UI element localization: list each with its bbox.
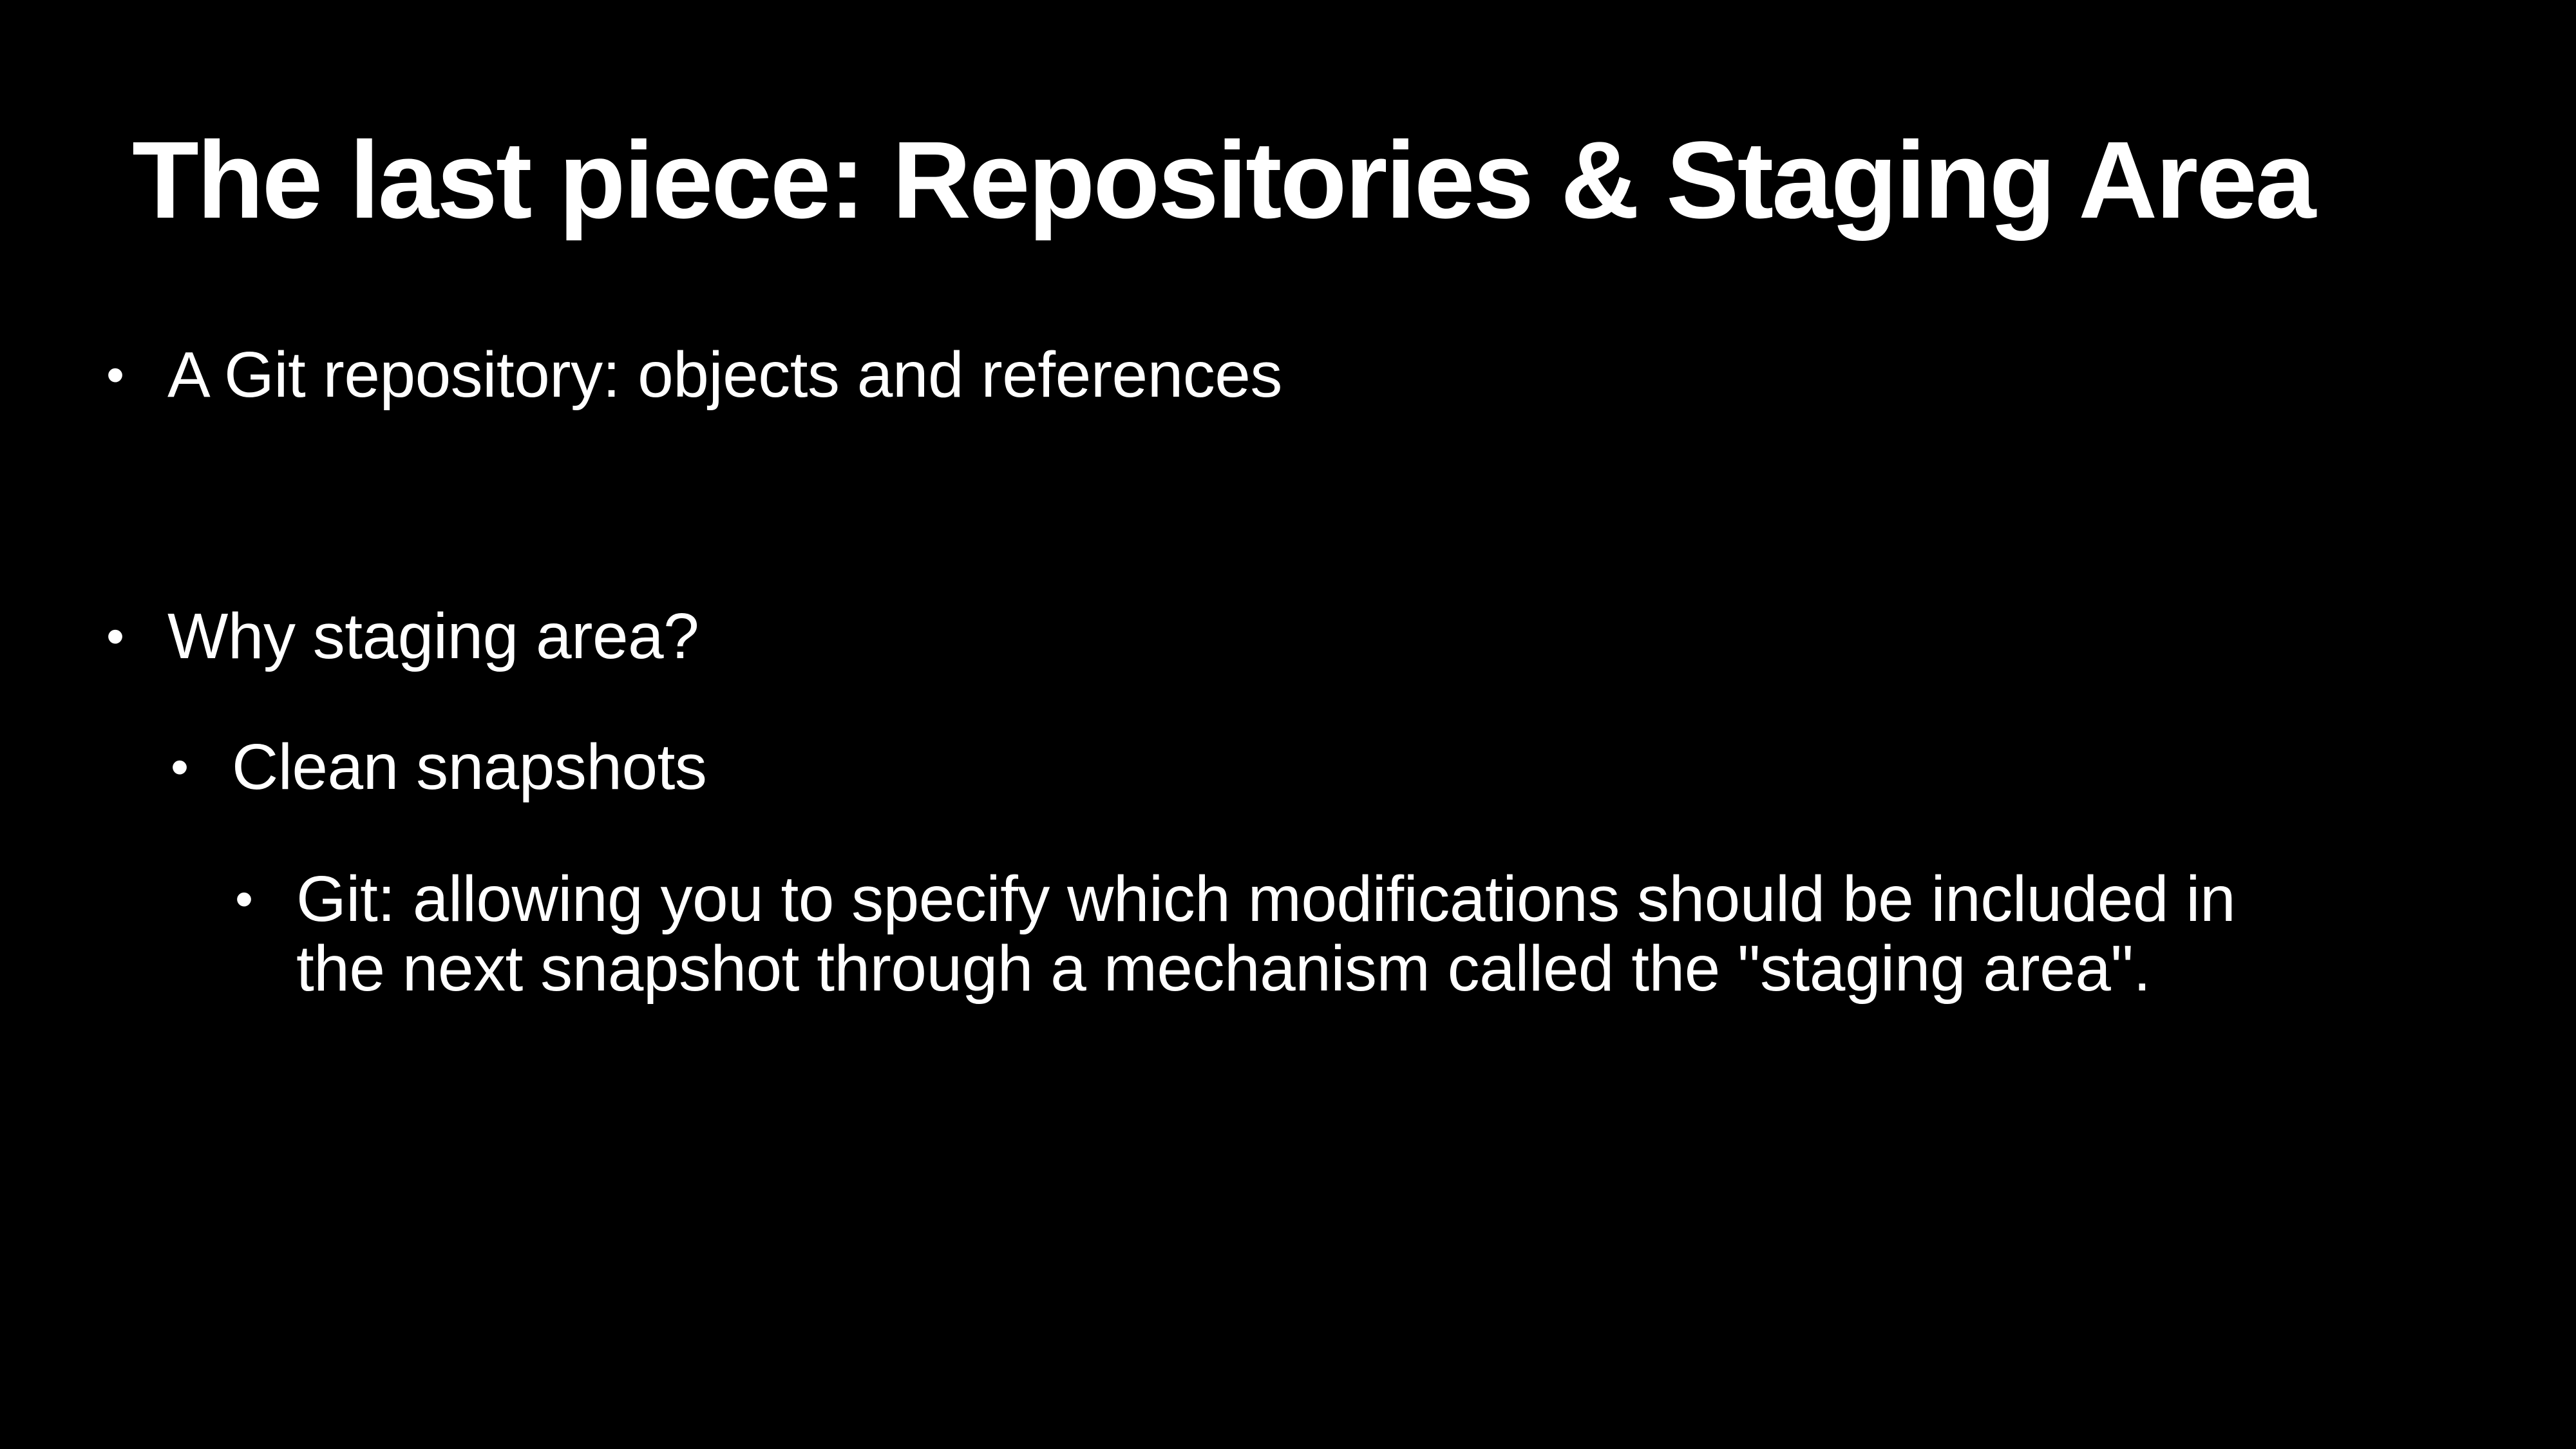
bullet-marker: • bbox=[171, 738, 189, 795]
bullet-text-line-1: Git: allowing you to specify which modif… bbox=[296, 863, 2236, 935]
slide-title: The last piece: Repositories & Staging A… bbox=[132, 119, 2316, 242]
bullet-marker: • bbox=[235, 870, 253, 927]
bullet-git-repository: • A Git repository: objects and referenc… bbox=[106, 339, 2486, 411]
bullet-marker: • bbox=[106, 607, 124, 665]
sub-bullet-clean-snapshots: • Clean snapshots bbox=[171, 731, 2486, 803]
bullet-marker: • bbox=[106, 346, 124, 403]
bullet-text: Why staging area? bbox=[167, 600, 699, 672]
bullet-text: A Git repository: objects and references bbox=[167, 339, 1282, 411]
bullet-text: Clean snapshots bbox=[232, 731, 707, 803]
sub-sub-bullet-git-staging: • Git: allowing you to specify which mod… bbox=[235, 863, 2486, 1005]
bullet-text-line-2: the next snapshot through a mechanism ca… bbox=[296, 933, 2151, 1005]
bullet-why-staging-area: • Why staging area? bbox=[106, 600, 2486, 672]
